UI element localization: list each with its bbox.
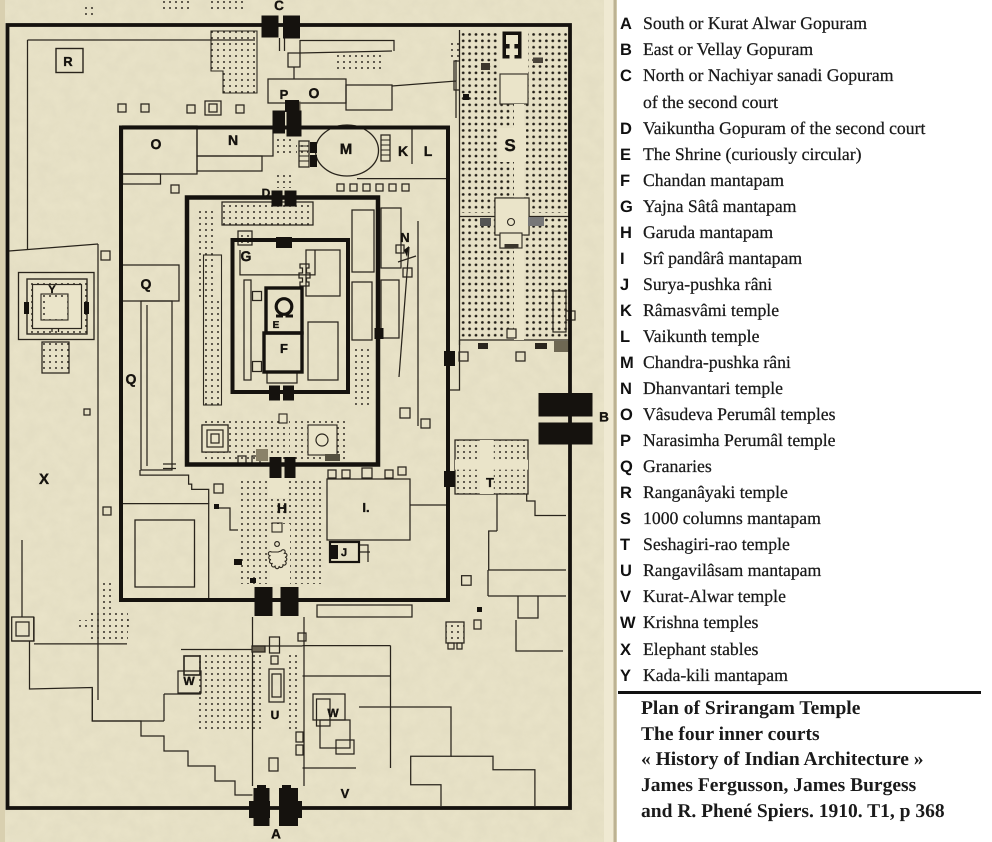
svg-text:H: H <box>277 500 287 516</box>
svg-text:C: C <box>274 0 284 13</box>
svg-text:A: A <box>271 827 281 842</box>
svg-text:W: W <box>327 706 339 720</box>
svg-text:I.: I. <box>362 500 369 515</box>
svg-text:T: T <box>486 475 494 490</box>
svg-text:V: V <box>341 786 350 801</box>
svg-text:U: U <box>271 708 280 722</box>
svg-text:D: D <box>262 186 271 200</box>
svg-text:P: P <box>280 87 289 102</box>
svg-text:G: G <box>241 248 252 264</box>
svg-text:N: N <box>400 230 409 245</box>
svg-text:Q: Q <box>126 371 137 387</box>
svg-text:S: S <box>504 136 515 155</box>
svg-text:K: K <box>398 143 408 159</box>
svg-text:O: O <box>309 85 320 101</box>
svg-text:E: E <box>273 320 280 331</box>
svg-text:W: W <box>183 674 195 688</box>
svg-text:M: M <box>340 141 353 158</box>
svg-text:B: B <box>599 410 609 425</box>
svg-text:F: F <box>280 341 288 356</box>
svg-text:R: R <box>63 54 73 69</box>
svg-text:J: J <box>341 547 347 559</box>
svg-text:Q: Q <box>141 276 152 292</box>
svg-text:N: N <box>228 132 238 148</box>
svg-text:X: X <box>39 471 49 488</box>
svg-text:L: L <box>424 143 433 159</box>
svg-text:Y: Y <box>48 284 56 296</box>
svg-text:O: O <box>151 136 162 152</box>
